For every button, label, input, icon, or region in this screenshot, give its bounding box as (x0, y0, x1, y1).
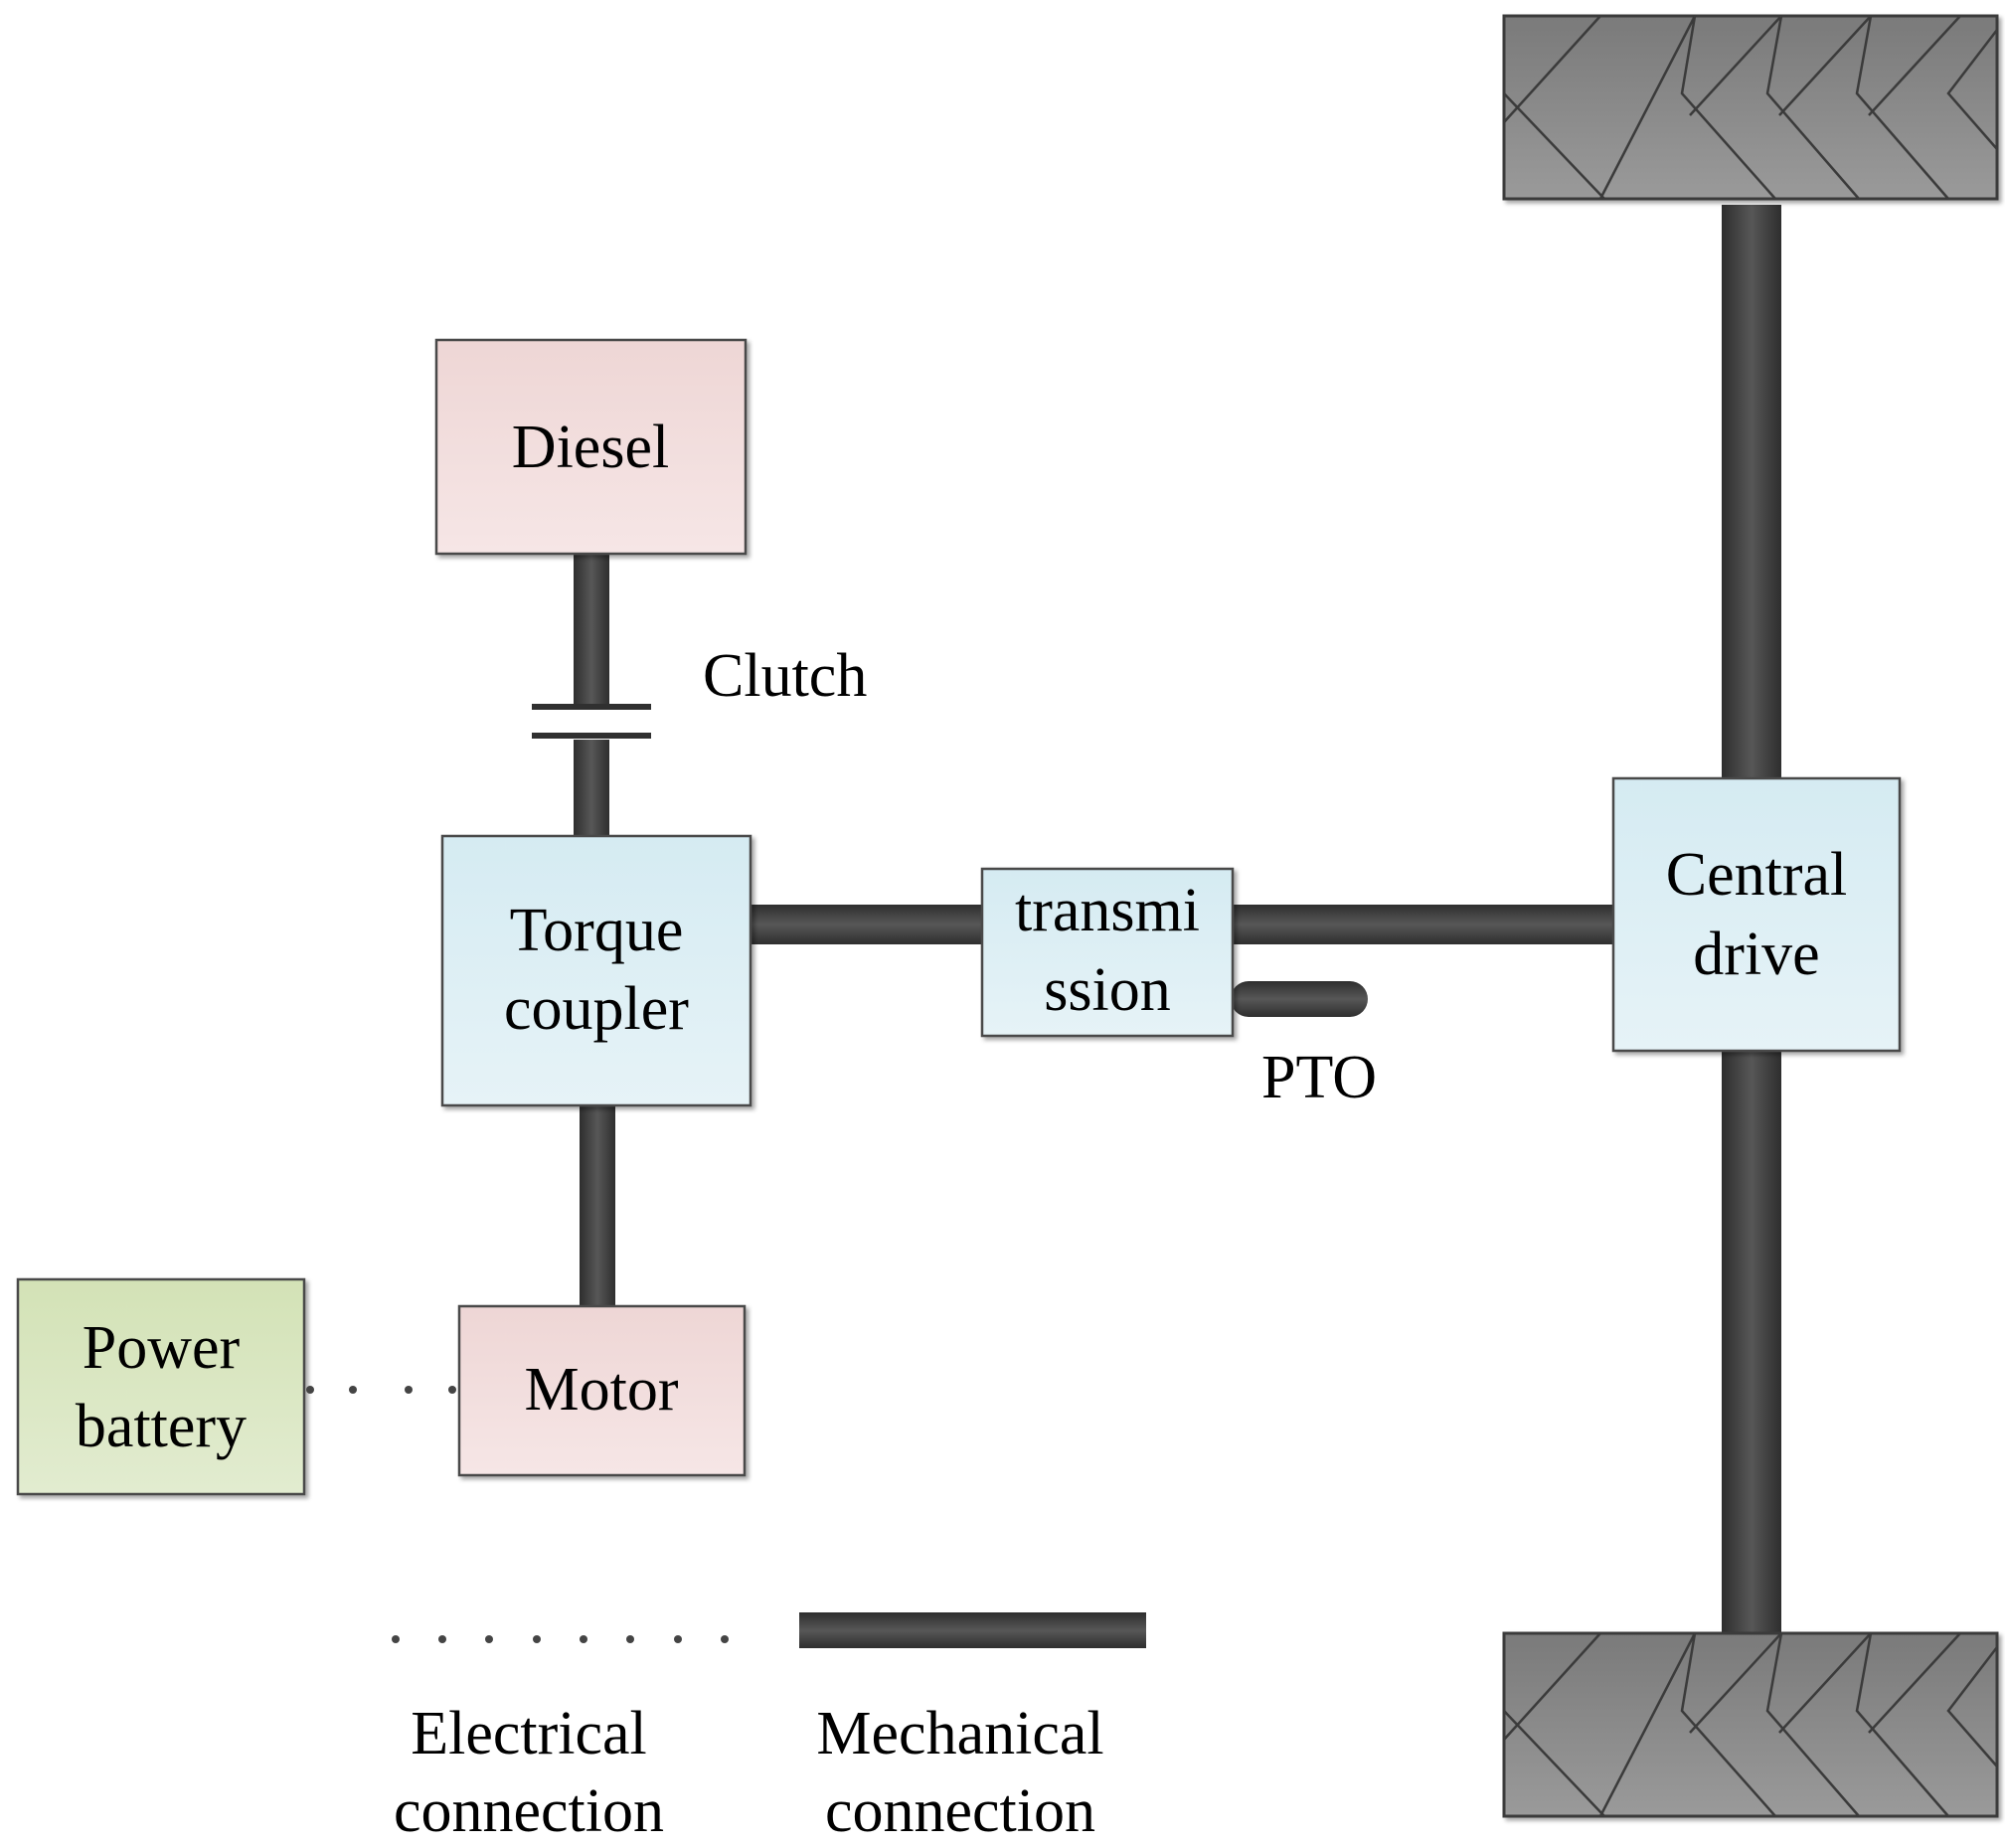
axle-upper (1722, 205, 1781, 779)
electrical-link-battery-motor (306, 1386, 456, 1394)
transmission-label-line1: transmi (1015, 877, 1200, 944)
shaft-diesel-clutch (574, 553, 609, 707)
legend-electrical-sample (392, 1635, 729, 1643)
legend-mechanical-label-line2: connection (825, 1777, 1095, 1845)
legend-electrical-label-line1: Electrical (411, 1700, 647, 1767)
diesel-box (434, 338, 748, 556)
wheel-top (1502, 14, 1999, 201)
wheel-bottom (1502, 1631, 1999, 1818)
power-battery-label-line2: battery (76, 1393, 247, 1460)
central-drive-label-line1: Central (1666, 841, 1848, 909)
legend-mechanical-label-line1: Mechanical (816, 1700, 1103, 1767)
clutch-symbol (532, 704, 651, 739)
shaft-coupler-transmission (749, 905, 987, 944)
clutch-plate-lower (532, 733, 651, 739)
shaft-coupler-motor (580, 1104, 615, 1309)
power-battery-label-line1: Power (83, 1314, 241, 1382)
diesel-label: Diesel (512, 414, 669, 481)
central-drive-box (1611, 776, 1902, 1053)
clutch-plate-upper (532, 704, 651, 710)
torque-coupler-label-line2: coupler (504, 975, 689, 1043)
legend-mechanical-sample (799, 1612, 1146, 1648)
pto-shaft (1231, 981, 1368, 1017)
torque-coupler-box (440, 834, 752, 1107)
torque-coupler-label-line1: Torque (510, 897, 684, 964)
power-battery-box (16, 1277, 306, 1496)
shaft-clutch-coupler (574, 740, 609, 839)
motor-box (457, 1304, 747, 1477)
central-drive-label-line2: drive (1693, 921, 1819, 988)
shaft-transmission-central (1231, 905, 1615, 944)
clutch-label: Clutch (703, 642, 867, 710)
axle-lower (1722, 1050, 1781, 1636)
legend-electrical-label-line2: connection (394, 1777, 664, 1845)
motor-label: Motor (525, 1356, 679, 1424)
transmission-box (980, 867, 1235, 1038)
pto-label: PTO (1261, 1044, 1377, 1111)
mechanical-shafts (574, 205, 1781, 1636)
transmission-label-line2: ssion (1044, 956, 1170, 1024)
